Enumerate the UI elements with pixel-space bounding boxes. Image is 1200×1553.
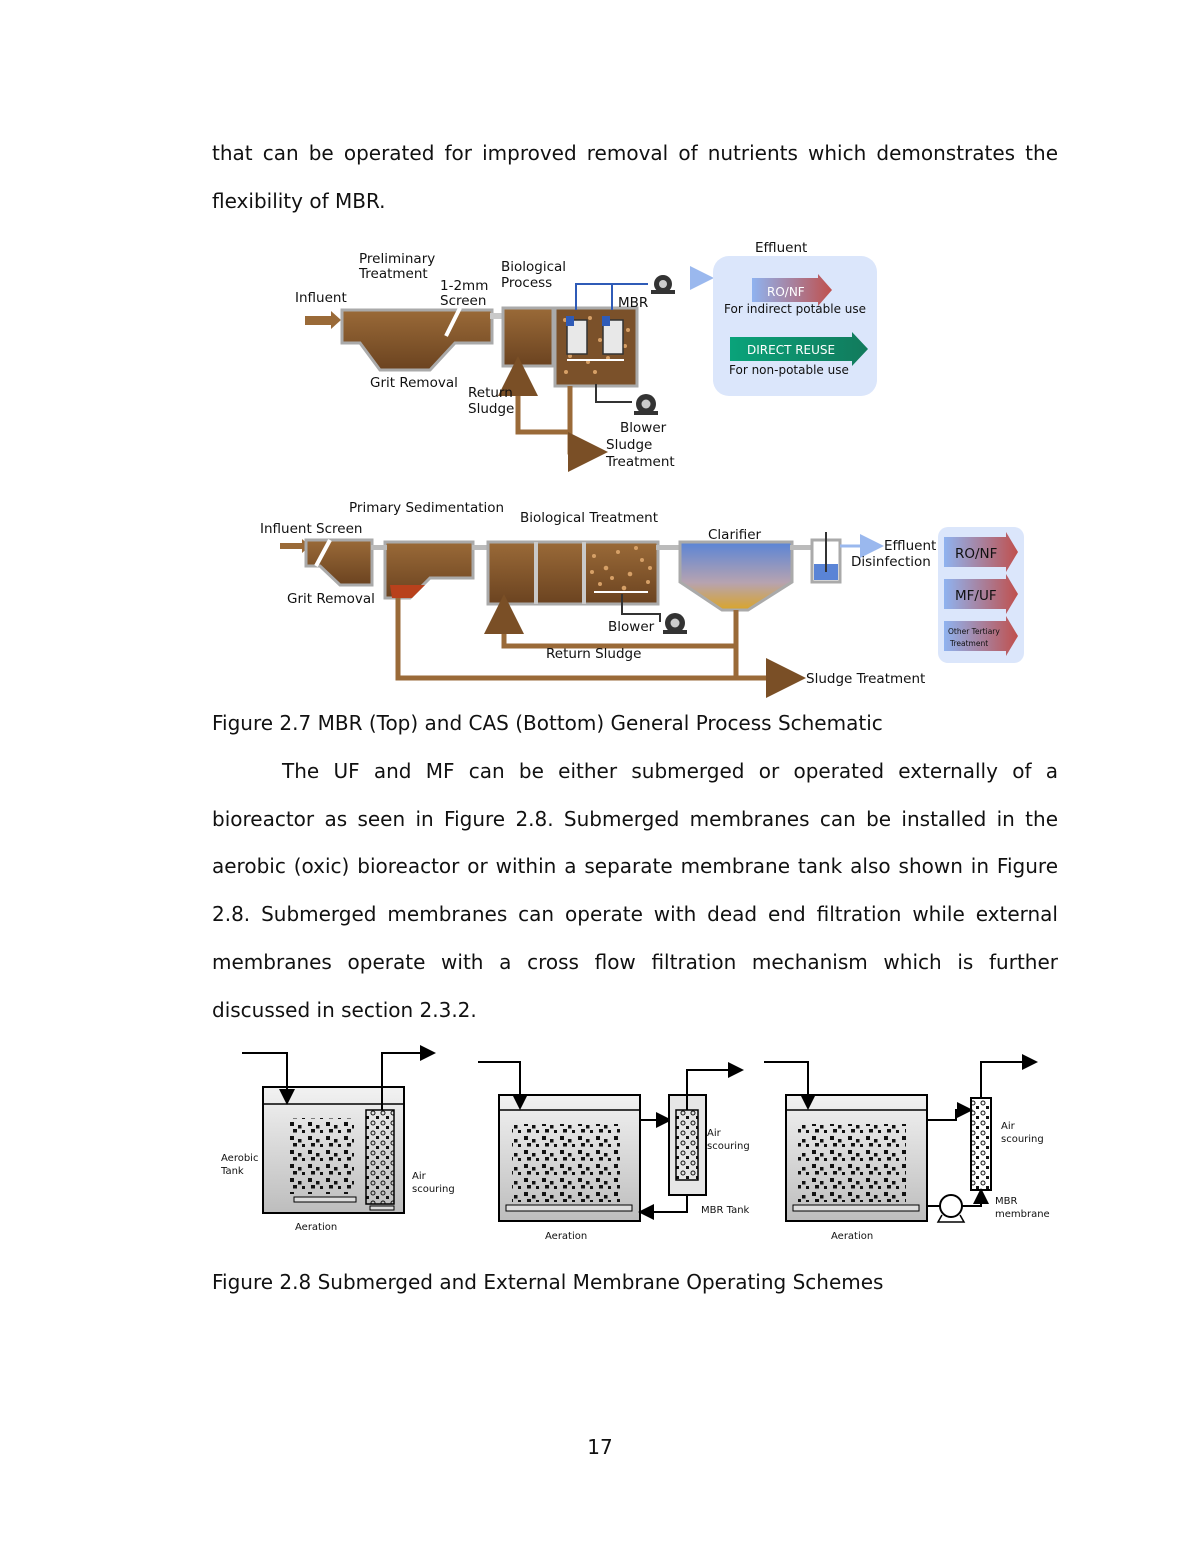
- page-number: 17: [587, 1435, 613, 1459]
- mbr-membrane-label-2: membrane: [995, 1209, 1050, 1220]
- figure-2-8: Aerobic Tank Air scouring Aeration Air s…: [220, 1045, 1050, 1242]
- figure-2-7-caption: Figure 2.7 MBR (Top) and CAS (Bottom) Ge…: [212, 711, 883, 735]
- mbr-sludge-treatment-label-2: Treatment: [605, 454, 675, 470]
- primary-sedimentation-label: Primary Sedimentation: [349, 500, 504, 516]
- mbr-preliminary-label: Preliminary: [359, 251, 435, 267]
- cas-schematic: RO/NF MF/UF Other Tertiary Treatment Pri…: [260, 500, 1024, 698]
- mbr-screen-label: Screen: [440, 293, 486, 309]
- intro-paragraph: that can be operated for improved remova…: [212, 141, 1058, 213]
- mbr-treatment-label: Treatment: [358, 266, 428, 282]
- return-sludge-label: Return Sludge: [546, 646, 641, 662]
- aerobic-tank-label-1: Aerobic: [221, 1153, 258, 1164]
- clarifier-label: Clarifier: [708, 527, 762, 543]
- p2-aeration-label: Aeration: [545, 1231, 587, 1242]
- primary-sedimentation-tank: [383, 540, 475, 600]
- mbr-process-label: Process: [501, 275, 552, 291]
- direct-reuse-label: DIRECT REUSE: [747, 343, 835, 357]
- cas-ro-nf-label: RO/NF: [955, 546, 997, 562]
- figure-2-8-caption: Figure 2.8 Submerged and External Membra…: [212, 1270, 884, 1294]
- mbr-ro-nf-label: RO/NF: [767, 285, 805, 299]
- biological-process-tank: [501, 306, 555, 368]
- aerobic-tank-label-2: Tank: [220, 1166, 244, 1177]
- p2-scouring-label: scouring: [707, 1141, 750, 1152]
- mbr-grit-removal-label: Grit Removal: [370, 375, 458, 391]
- ro-nf-arrow: [752, 274, 832, 306]
- grit-removal-tank: [340, 308, 494, 372]
- mbr-effluent-label: Effluent: [755, 240, 807, 256]
- mbr-influent-label: Influent: [295, 290, 347, 306]
- recirculation-pump-icon: [939, 1194, 963, 1218]
- sludge-treatment-label: Sludge Treatment: [806, 671, 925, 687]
- clarifier-tank: [678, 540, 794, 612]
- p1-scouring-label: scouring: [412, 1184, 455, 1195]
- mbr-blower-label: Blower: [620, 420, 667, 436]
- mbr-screen-size-label: 1-2mm: [440, 278, 488, 294]
- mbr-label: MBR: [618, 295, 648, 311]
- mbr-return-label: Return: [468, 385, 513, 401]
- cas-mf-uf-label: MF/UF: [955, 588, 997, 604]
- p2-air-label: Air: [707, 1128, 722, 1139]
- mbr-membrane-label-1: MBR: [995, 1196, 1017, 1207]
- mbr-sludge-label: Sludge: [468, 401, 514, 417]
- cas-effluent-label: Effluent: [884, 538, 936, 554]
- p3-air-label: Air: [1001, 1121, 1016, 1132]
- indirect-potable-label: For indirect potable use: [724, 302, 866, 316]
- other-treatment-label: Treatment: [949, 639, 988, 648]
- mbr-biological-label: Biological: [501, 259, 566, 275]
- mbr-schematic: Influent Preliminary Treatment 1-2mm Scr…: [295, 240, 877, 472]
- biological-treatment-tank: [486, 540, 660, 606]
- p3-scouring-label: scouring: [1001, 1134, 1044, 1145]
- figure-2-7: Influent Preliminary Treatment 1-2mm Scr…: [260, 240, 1024, 698]
- scheme-separate-membrane-tank: Air scouring MBR Tank Aeration: [478, 1061, 750, 1242]
- cas-grit-removal-label: Grit Removal: [287, 591, 375, 607]
- biological-treatment-label: Biological Treatment: [520, 510, 658, 526]
- scheme-submerged-in-tank: Aerobic Tank Air scouring Aeration: [220, 1045, 455, 1233]
- body-paragraph: The UF and MF can be either submerged or…: [212, 759, 1058, 1022]
- other-tertiary-label: Other Tertiary: [948, 627, 1000, 636]
- p1-air-label: Air: [412, 1171, 427, 1182]
- influent-screen-label: Influent Screen: [260, 521, 362, 537]
- non-potable-label: For non-potable use: [729, 363, 849, 377]
- mbr-tank-label: MBR Tank: [701, 1205, 750, 1216]
- mbr-sludge-treatment-label-1: Sludge: [606, 437, 652, 453]
- direct-reuse-arrow: [730, 332, 868, 366]
- scheme-external-membrane: Air scouring MBR membrane Aeration: [764, 1054, 1050, 1242]
- disinfection-label: Disinfection: [851, 554, 931, 570]
- cas-blower-label: Blower: [608, 619, 655, 635]
- p3-aeration-label: Aeration: [831, 1231, 873, 1242]
- p1-aeration-label: Aeration: [295, 1222, 337, 1233]
